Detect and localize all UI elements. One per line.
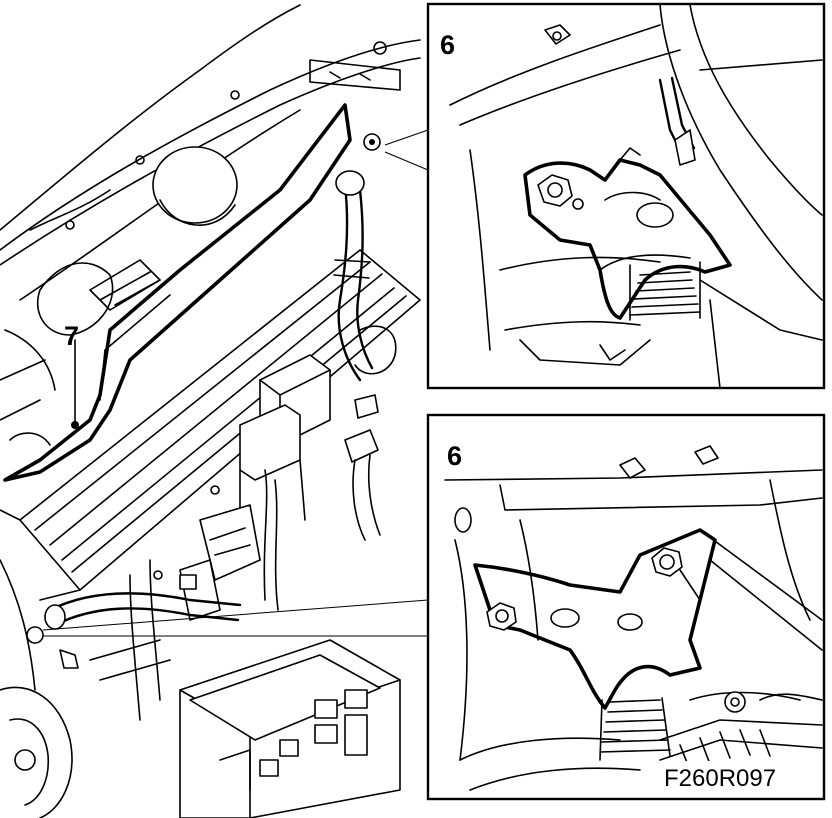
top-inset-callout-6: 6: [440, 30, 455, 60]
figure-code: F260R097: [664, 765, 776, 792]
top-inset-panel: [426, 2, 826, 390]
callout-7-label: 7: [64, 321, 79, 351]
main-engine-bay-view: [0, 4, 429, 818]
bottom-inset-callout-6: 6: [447, 441, 462, 471]
bottom-spring: [599, 697, 671, 761]
bottom-inset-panel: [426, 413, 826, 801]
